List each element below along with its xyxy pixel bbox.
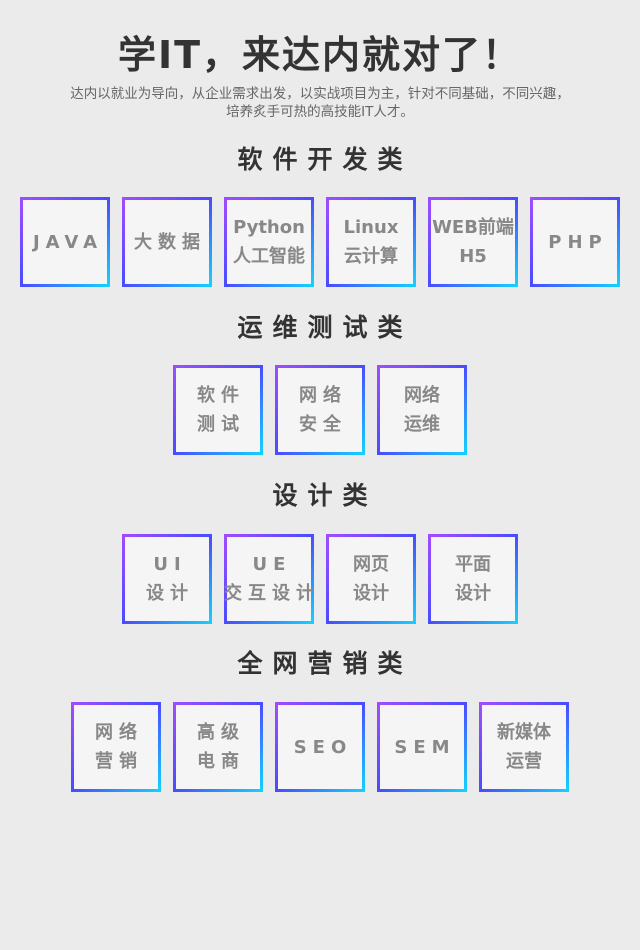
course-label: 网页 — [353, 554, 389, 575]
section-title: 软件开发类 — [237, 145, 413, 174]
course-label: 软件 — [197, 385, 245, 406]
course-label: 人工智能 — [233, 246, 305, 267]
course-card[interactable]: Linux 云计算 — [326, 197, 416, 287]
course-label: 设计 — [455, 583, 491, 604]
course-label: PHP — [548, 231, 608, 253]
course-label: WEB前端 — [432, 217, 514, 238]
course-card[interactable]: 网页设计 — [326, 534, 416, 624]
page-subtitle: 达内以就业为导向，从企业需求出发，以实战项目为主，针对不同基础，不同兴趣， 培养… — [40, 85, 600, 121]
course-label: 大数据 — [134, 231, 206, 253]
course-row: 软件测试网络安全网络运维 — [0, 365, 640, 455]
course-card[interactable]: 平面设计 — [428, 534, 518, 624]
course-card[interactable]: SEO — [275, 702, 365, 792]
course-label: 运维 — [404, 414, 440, 435]
section-title: 运维测试类 — [237, 313, 413, 342]
course-label: 设计 — [353, 583, 389, 604]
course-label: 网络 — [299, 385, 347, 406]
course-label: UI — [153, 554, 187, 575]
course-label: SEO — [293, 736, 353, 758]
course-card[interactable]: UI 设计 — [122, 534, 212, 624]
course-label: 安全 — [299, 414, 347, 435]
course-card[interactable]: 高级电商 — [173, 702, 263, 792]
course-label: 电商 — [197, 751, 245, 772]
course-card[interactable]: PHP — [530, 197, 620, 287]
course-label: 营销 — [95, 751, 143, 772]
course-label: 运营 — [506, 751, 542, 772]
course-label: 设计 — [146, 583, 194, 604]
course-row: JAVA 大数据 Python 人工智能 Linux 云计算 WEB前端 H5 PHP — [0, 197, 640, 287]
course-card[interactable]: SEM — [377, 702, 467, 792]
course-card[interactable]: Python 人工智能 — [224, 197, 314, 287]
course-label: UE — [252, 554, 292, 575]
course-label: 交互设计 — [224, 583, 320, 604]
course-label: 网络 — [95, 722, 143, 743]
course-card[interactable]: 大数据 — [122, 197, 212, 287]
course-label: 新媒体 — [497, 722, 551, 743]
course-label: JAVA — [32, 231, 104, 253]
section-title: 设计类 — [272, 481, 378, 510]
course-label: H5 — [459, 246, 487, 267]
course-label: 云计算 — [344, 246, 398, 267]
course-card[interactable]: 网络安全 — [275, 365, 365, 455]
course-card[interactable]: 网络运维 — [377, 365, 467, 455]
course-label: Python — [233, 217, 305, 238]
page-title: 学IT，来达内就对了！ — [117, 33, 523, 77]
course-card[interactable]: JAVA — [20, 197, 110, 287]
subtitle-line: 培养炙手可热的高技能IT人才。 — [226, 104, 414, 120]
section-title: 全网营销类 — [237, 649, 413, 678]
course-card[interactable]: WEB前端 H5 — [428, 197, 518, 287]
course-label: 高级 — [197, 722, 245, 743]
course-label: SEM — [394, 736, 456, 758]
course-label: 测试 — [197, 414, 245, 435]
course-card[interactable]: 新媒体运营 — [479, 702, 569, 792]
subtitle-line: 达内以就业为导向，从企业需求出发，以实战项目为主，针对不同基础，不同兴趣， — [70, 86, 570, 102]
course-label: 网络 — [404, 385, 440, 406]
course-card[interactable]: 网络营销 — [71, 702, 161, 792]
course-label: 平面 — [455, 554, 491, 575]
course-label: Linux — [343, 217, 399, 238]
course-card[interactable]: 软件测试 — [173, 365, 263, 455]
